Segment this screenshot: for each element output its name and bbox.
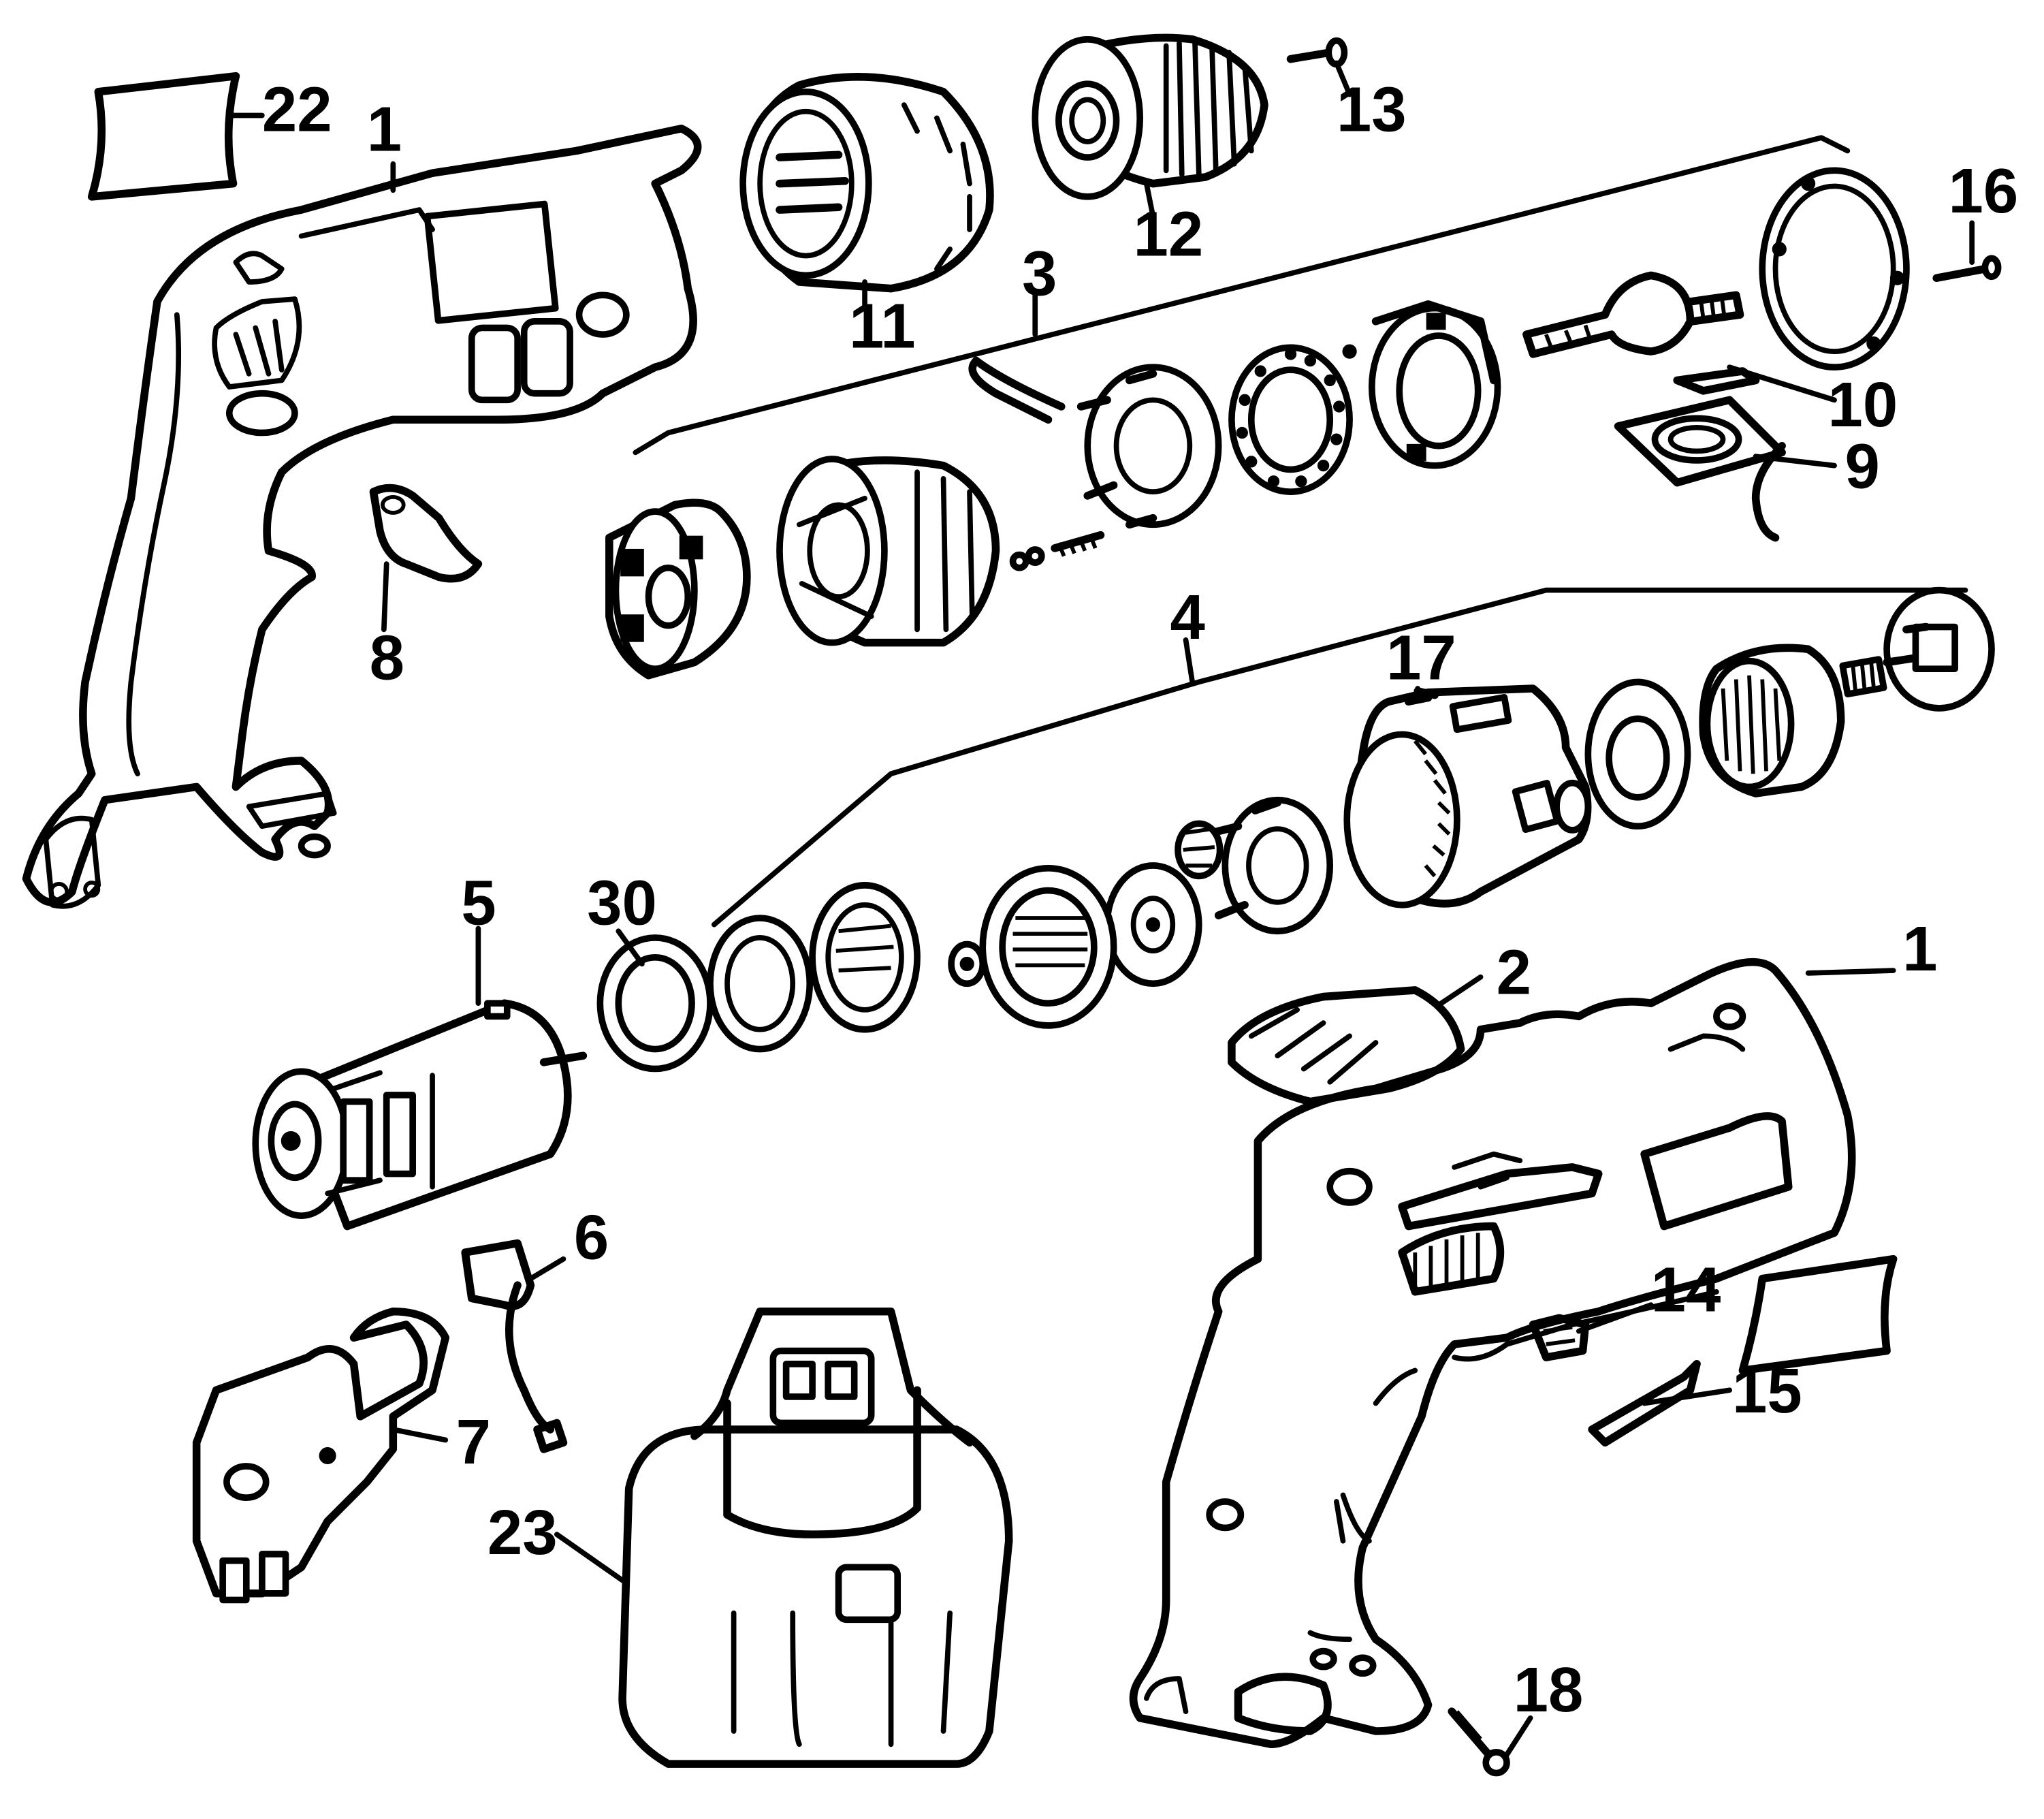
end-cap — [1883, 586, 1995, 712]
part-12-chuck — [1032, 33, 1268, 219]
planet-gear — [1175, 820, 1224, 880]
callout-4: 4 — [1170, 582, 1204, 652]
callout-5: 5 — [461, 868, 496, 938]
callout-1-left: 1 — [367, 93, 402, 164]
small-spring-and-ball — [1009, 531, 1105, 571]
label-sticker-right — [1738, 1254, 1898, 1375]
gear-housing-assembly — [605, 456, 1000, 680]
gear-case-assembly — [1343, 684, 1592, 908]
part-7-switch — [192, 1307, 450, 1604]
planet-carrier — [1208, 796, 1334, 935]
part-18-screw — [1448, 1707, 1533, 1777]
callout-23: 23 — [488, 1497, 558, 1568]
part-22-label-sticker — [87, 72, 265, 201]
callout-1-right: 1 — [1902, 913, 1937, 984]
part-8 — [369, 484, 483, 633]
clutch-plate-with-pins — [1076, 364, 1222, 529]
pin-u-shape — [968, 356, 1066, 424]
part-5-motor — [252, 926, 588, 1231]
callout-11: 11 — [849, 290, 916, 361]
part-6-module — [461, 1239, 568, 1453]
small-pinion-2 — [948, 940, 987, 987]
part-17-screw — [1404, 686, 1433, 706]
part-10-clip — [1673, 364, 1837, 403]
part-11-collar — [739, 73, 994, 311]
callout-8: 8 — [370, 622, 404, 693]
bracket-3 — [633, 135, 1851, 456]
part-15-bit — [1588, 1359, 1733, 1447]
clutch-collar — [1368, 300, 1501, 469]
callout-18: 18 — [1514, 1654, 1584, 1725]
callout-15: 15 — [1732, 1355, 1802, 1426]
callout-2: 2 — [1497, 937, 1531, 1008]
needle-bearing-housing — [1699, 644, 1845, 797]
callout-30: 30 — [587, 868, 657, 938]
part-16-ring-and-pin — [1759, 167, 2002, 371]
callout-9: 9 — [1845, 430, 1879, 501]
callout-12: 12 — [1134, 198, 1204, 269]
part-13-screw — [1286, 37, 1352, 97]
callout-16: 16 — [1949, 155, 2019, 226]
callout-7: 7 — [456, 1406, 491, 1477]
ball-bearing-ring — [1228, 344, 1357, 495]
callout-10: 10 — [1827, 369, 1898, 440]
callout-6: 6 — [574, 1202, 609, 1273]
part-14-clip — [1529, 1302, 1654, 1361]
ring-gear-3 — [809, 882, 921, 1033]
ring-gear-2 — [979, 865, 1117, 1029]
callout-13: 13 — [1337, 74, 1407, 145]
spindle — [1522, 271, 1744, 358]
ring-gear-1 — [1584, 678, 1691, 830]
small-pinion — [1839, 656, 1887, 698]
part-9-plate — [1614, 396, 1837, 542]
part-23-battery — [554, 1307, 1013, 1768]
callout-17: 17 — [1386, 622, 1456, 693]
sun-gear-plate — [1104, 862, 1202, 987]
part-2-button — [1228, 974, 1484, 1106]
ring-with-tabs — [707, 915, 814, 1053]
bracket-4 — [711, 587, 1968, 928]
part-30-washer — [596, 928, 714, 1073]
callout-3: 3 — [1022, 238, 1057, 309]
part-1-left-housing — [22, 124, 702, 909]
callout-22: 22 — [262, 74, 332, 145]
callout-14: 14 — [1651, 1254, 1721, 1325]
